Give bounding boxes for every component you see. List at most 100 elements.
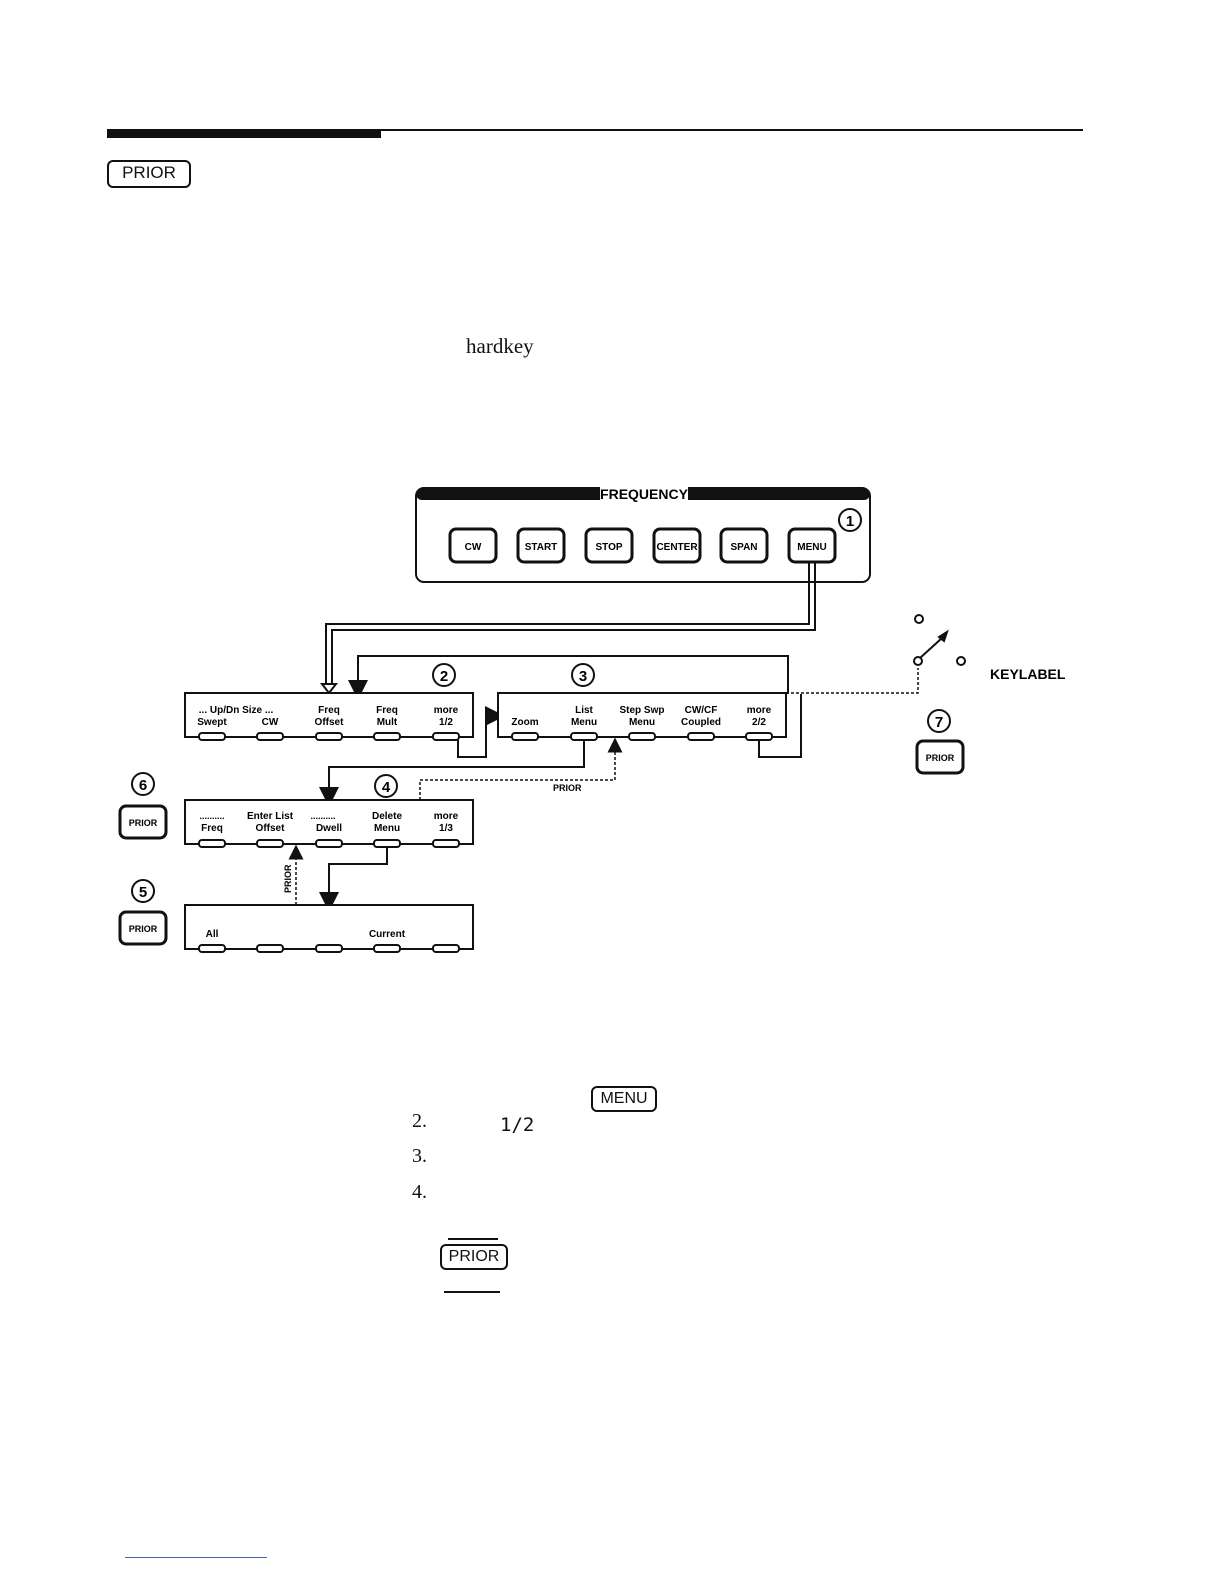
menu2-softkey-2[interactable] bbox=[570, 732, 598, 741]
keylabel-text: KEYLABEL bbox=[990, 666, 1066, 682]
menu2-bottom-label-3: Menu bbox=[629, 717, 655, 728]
prior-key-heading: PRIOR bbox=[107, 160, 191, 188]
menu1-bottom-label-2: CW bbox=[262, 717, 279, 728]
menu3-top-label-2: Enter List bbox=[247, 811, 294, 822]
menu2-top-label-5: more bbox=[747, 705, 772, 716]
menu1-bottom-label-3: Offset bbox=[315, 717, 345, 728]
prior-key-5[interactable]: PRIOR bbox=[118, 910, 168, 946]
step-4-number: 4. bbox=[412, 1181, 427, 1203]
prior-key-step: PRIOR bbox=[440, 1244, 508, 1270]
svg-text:6: 6 bbox=[139, 777, 147, 794]
menu3-top-label-5: more bbox=[434, 811, 459, 822]
menu4-softkey-4[interactable] bbox=[373, 944, 401, 953]
svg-text:PRIOR: PRIOR bbox=[129, 924, 158, 934]
list-menu-connector bbox=[319, 740, 585, 807]
callout-7: 7 bbox=[927, 709, 951, 733]
menu2-top-label-3: Step Swp bbox=[619, 705, 664, 716]
menu4-softkey-5[interactable] bbox=[432, 944, 460, 953]
menu1-bottom-label-4: Mult bbox=[377, 717, 398, 728]
keylabel-dashed-line bbox=[786, 668, 919, 694]
menu1-softkey-2[interactable] bbox=[256, 732, 284, 741]
return-path-line bbox=[348, 655, 789, 700]
menu2-bottom-label-1: Zoom bbox=[511, 717, 538, 728]
softkey-menu-1: ... Up/Dn Size ... Freq Freq more Swept … bbox=[184, 692, 474, 741]
footer-rule bbox=[125, 1557, 267, 1558]
prior-dashed-up bbox=[419, 737, 623, 800]
menu4-label-1: All bbox=[206, 929, 219, 940]
svg-text:2: 2 bbox=[440, 668, 448, 685]
menu4-softkey-1[interactable] bbox=[198, 944, 226, 953]
prior-key-overline bbox=[448, 1238, 498, 1240]
prior-dashed-label: PRIOR bbox=[553, 783, 582, 793]
menu-to-softkey-path bbox=[319, 562, 816, 695]
menu3-top-label-4: Delete bbox=[372, 811, 402, 822]
center-key[interactable]: CENTER bbox=[652, 527, 702, 564]
menu2-top-label-4: CW/CF bbox=[685, 705, 718, 716]
prior-key-6[interactable]: PRIOR bbox=[118, 804, 168, 840]
menu3-softkey-4[interactable] bbox=[373, 839, 401, 848]
center-key-label: CENTER bbox=[656, 542, 698, 553]
softkey-menu-2: List Step Swp CW/CF more Zoom Menu Menu … bbox=[497, 692, 787, 741]
callout-5: 5 bbox=[131, 879, 155, 903]
menu-key-step: MENU bbox=[591, 1086, 657, 1112]
menu3-softkey-3[interactable] bbox=[315, 839, 343, 848]
cw-key-label: CW bbox=[465, 542, 482, 553]
menu-key[interactable]: MENU bbox=[787, 527, 837, 564]
callout-6: 6 bbox=[131, 772, 155, 796]
menu2-bottom-label-2: Menu bbox=[571, 717, 597, 728]
menu1-bottom-label-1: Swept bbox=[197, 717, 227, 728]
hardkey-word: hardkey bbox=[466, 334, 534, 358]
callout-3: 3 bbox=[571, 663, 595, 687]
menu2-softkey-5[interactable] bbox=[745, 732, 773, 741]
prior-key-7[interactable]: PRIOR bbox=[915, 739, 965, 775]
delete-menu-connector bbox=[319, 847, 388, 912]
menu2-softkey-4[interactable] bbox=[687, 732, 715, 741]
menu1-softkey-4[interactable] bbox=[373, 732, 401, 741]
menu2-bottom-label-4: Coupled bbox=[681, 717, 721, 728]
menu1-bottom-label-5: 1/2 bbox=[439, 717, 453, 728]
svg-text:PRIOR: PRIOR bbox=[926, 753, 955, 763]
start-key-label: START bbox=[525, 542, 558, 553]
stop-key[interactable]: STOP bbox=[584, 527, 634, 564]
step-2-number: 2. bbox=[412, 1110, 427, 1132]
menu1-top-label-5: more bbox=[434, 705, 459, 716]
menu3-softkey-5[interactable] bbox=[432, 839, 460, 848]
menu3-bottom-label-5: 1/3 bbox=[439, 823, 453, 834]
menu4-softkey-2[interactable] bbox=[256, 944, 284, 953]
underline-bar bbox=[444, 1291, 500, 1293]
frequency-panel-title: FREQUENCY bbox=[600, 486, 689, 502]
menu-key-label: MENU bbox=[797, 542, 826, 553]
menu4-softkey-3[interactable] bbox=[315, 944, 343, 953]
svg-text:PRIOR: PRIOR bbox=[129, 818, 158, 828]
step-2-value: 1/2 bbox=[500, 1114, 535, 1136]
span-key-label: SPAN bbox=[730, 542, 757, 553]
stop-key-label: STOP bbox=[595, 542, 622, 553]
menu1-top-label-4: Freq bbox=[376, 705, 398, 716]
menu3-top-label-1: .......... bbox=[199, 811, 224, 821]
cw-key[interactable]: CW bbox=[448, 527, 498, 564]
menu1-softkey-5[interactable] bbox=[432, 732, 460, 741]
svg-text:4: 4 bbox=[382, 779, 391, 796]
span-key[interactable]: SPAN bbox=[719, 527, 769, 564]
menu3-top-label-3: .......... bbox=[310, 811, 335, 821]
frequency-panel: FREQUENCY CW START STOP CENTER SPAN MENU bbox=[415, 486, 871, 583]
step-3-number: 3. bbox=[412, 1145, 427, 1167]
callout-2: 2 bbox=[432, 663, 456, 687]
svg-text:1: 1 bbox=[846, 513, 854, 530]
more-2-2-connector bbox=[758, 694, 802, 758]
menu2-softkey-1[interactable] bbox=[511, 732, 539, 741]
menu2-bottom-label-5: 2/2 bbox=[752, 717, 766, 728]
softkey-menu-4: All Current bbox=[184, 904, 474, 953]
menu1-softkey-3[interactable] bbox=[315, 732, 343, 741]
prior-vertical-label: PRIOR bbox=[283, 864, 293, 893]
switch-icon bbox=[913, 614, 966, 666]
menu3-softkey-2[interactable] bbox=[256, 839, 284, 848]
softkey-menu-3: .......... Enter List .......... Delete … bbox=[184, 799, 474, 848]
svg-text:3: 3 bbox=[579, 668, 587, 685]
menu1-softkey-1[interactable] bbox=[198, 732, 226, 741]
menu2-softkey-3[interactable] bbox=[628, 732, 656, 741]
callout-4: 4 bbox=[374, 774, 398, 798]
start-key[interactable]: START bbox=[516, 527, 566, 564]
callout-1: 1 bbox=[838, 508, 862, 532]
menu3-softkey-1[interactable] bbox=[198, 839, 226, 848]
